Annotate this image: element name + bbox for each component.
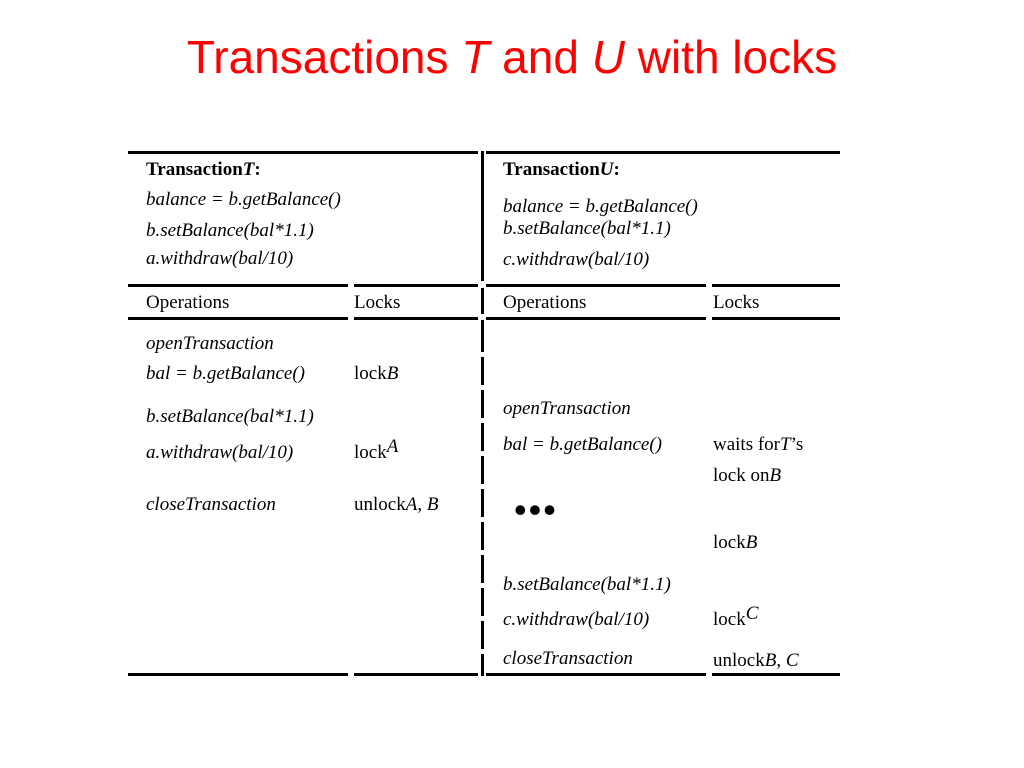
center-divider bbox=[481, 390, 484, 418]
header-rule-u-ops bbox=[486, 284, 706, 287]
center-divider bbox=[481, 151, 484, 281]
u-waits-for: waits forT’s bbox=[713, 434, 804, 455]
center-divider bbox=[481, 489, 484, 517]
transaction-t-line: a.withdraw(bal/10) bbox=[146, 248, 294, 269]
t-unlock: unlockA, B bbox=[354, 494, 439, 515]
sub-rule-u-locks bbox=[712, 317, 840, 320]
sub-rule-t-ops bbox=[128, 317, 348, 320]
t-lock-b: lockB bbox=[354, 363, 399, 384]
u-operation: c.withdraw(bal/10) bbox=[503, 609, 650, 630]
header-rule-t-ops bbox=[128, 284, 348, 287]
center-divider bbox=[481, 288, 484, 314]
center-divider bbox=[481, 320, 484, 352]
transaction-t-line: b.setBalance(bal*1.1) bbox=[146, 220, 314, 241]
transaction-t-line: balance = b.getBalance() bbox=[146, 189, 341, 210]
t-operation: openTransaction bbox=[146, 333, 274, 354]
sub-rule-t-locks bbox=[354, 317, 478, 320]
slide-title: Transactions T and U with locks bbox=[186, 31, 838, 83]
t-lock-a: lockA bbox=[354, 436, 399, 463]
header-t-operations: Operations bbox=[146, 292, 230, 313]
u-lock-on-b: lock onB bbox=[713, 465, 782, 486]
top-rule-left bbox=[128, 151, 478, 154]
center-divider bbox=[481, 654, 484, 676]
header-u-operations: Operations bbox=[503, 292, 587, 313]
top-rule-right bbox=[486, 151, 840, 154]
center-divider bbox=[481, 621, 484, 649]
u-operation: b.setBalance(bal*1.1) bbox=[503, 574, 671, 595]
sub-rule-u-ops bbox=[486, 317, 706, 320]
u-lock-b: lockB bbox=[713, 532, 758, 553]
center-divider bbox=[481, 357, 484, 385]
center-divider bbox=[481, 588, 484, 616]
t-operation: closeTransaction bbox=[146, 494, 276, 515]
u-unlock: unlockB, C bbox=[713, 650, 799, 671]
bottom-rule-u-locks bbox=[712, 673, 840, 676]
center-divider bbox=[481, 522, 484, 550]
bottom-rule-t-locks bbox=[354, 673, 478, 676]
center-divider bbox=[481, 423, 484, 451]
center-divider bbox=[481, 555, 484, 583]
u-operation: openTransaction bbox=[503, 398, 631, 419]
u-operation: closeTransaction bbox=[503, 648, 633, 669]
center-divider bbox=[481, 456, 484, 484]
header-u-locks: Locks bbox=[713, 292, 760, 313]
header-rule-u-locks bbox=[712, 284, 840, 287]
header-t-locks: Locks bbox=[354, 292, 401, 313]
transaction-u-line: c.withdraw(bal/10) bbox=[503, 249, 650, 270]
bottom-rule-t-ops bbox=[128, 673, 348, 676]
header-rule-t-locks bbox=[354, 284, 478, 287]
t-operation: b.setBalance(bal*1.1) bbox=[146, 406, 314, 427]
transaction-t-heading: TransactionT: bbox=[146, 159, 261, 180]
t-operation: bal = b.getBalance() bbox=[146, 363, 305, 384]
ellipsis: ••• bbox=[514, 490, 558, 530]
u-operation: bal = b.getBalance() bbox=[503, 434, 662, 455]
u-lock-c: lockC bbox=[713, 603, 759, 630]
t-operation: a.withdraw(bal/10) bbox=[146, 442, 294, 463]
transaction-u-line: b.setBalance(bal*1.1) bbox=[503, 218, 671, 239]
transaction-u-line: balance = b.getBalance() bbox=[503, 196, 698, 217]
bottom-rule-u-ops bbox=[486, 673, 706, 676]
transaction-u-heading: TransactionU: bbox=[503, 159, 620, 180]
